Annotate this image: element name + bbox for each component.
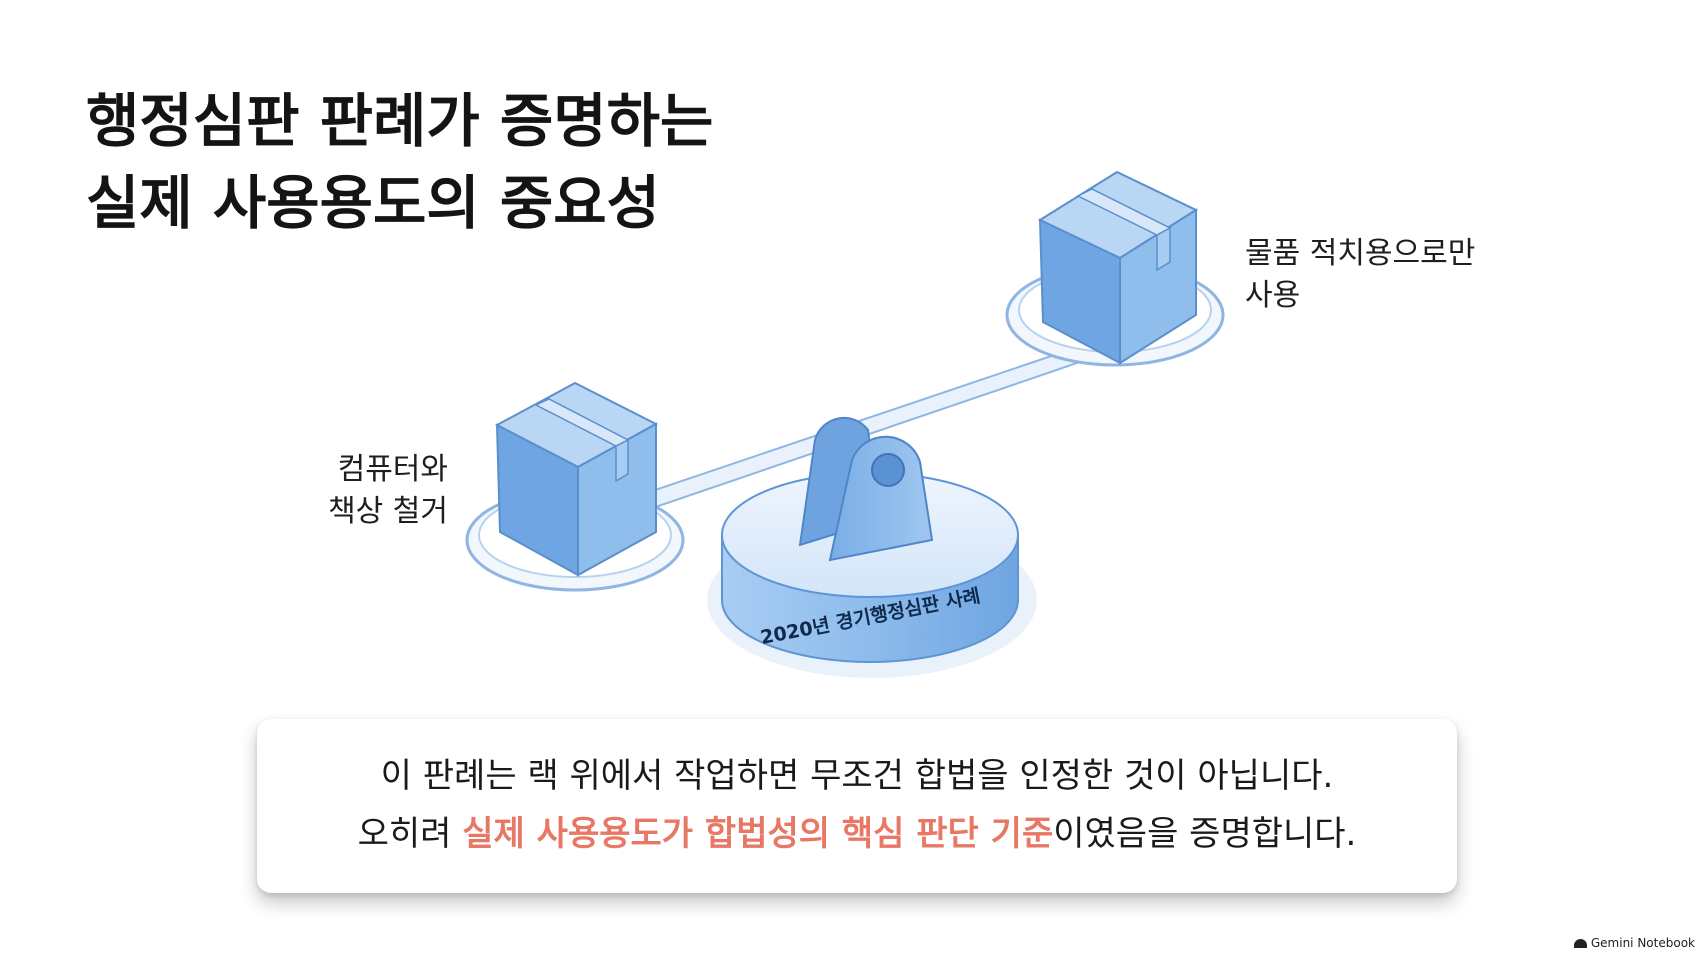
left-label-line-2: 책상 철거 [328, 494, 448, 529]
callout-line-1: 이 판례는 랙 위에서 작업하면 무조건 합법을 인정한 것이 아닙니다. [380, 756, 1334, 796]
scale-base [721, 472, 1019, 663]
gemini-notebook-icon [1573, 938, 1587, 948]
right-label-line-1: 물품 적치용으로만 [1245, 236, 1476, 271]
right-plate-label: 물품 적치용으로만 사용 [1245, 233, 1475, 317]
callout-prefix: 오히려 [357, 814, 463, 854]
scale-pivot [798, 416, 934, 562]
brand-watermark: Gemini Notebook [1573, 936, 1695, 950]
right-box-icon [1037, 170, 1199, 365]
callout-line-2: 오히려 실제 사용용도가 합법성의 핵심 판단 기준이였음을 증명합니다. [257, 805, 1457, 863]
callout-highlight: 실제 사용용도가 합법성의 핵심 판단 기준 [462, 814, 1054, 854]
title-line-2: 실제 사용용도의 중요성 [86, 169, 660, 237]
page-title: 행정심판 판례가 증명하는 실제 사용용도의 중요성 [86, 80, 713, 244]
callout-suffix: 이였음을 증명합니다. [1053, 814, 1357, 854]
left-box-icon [494, 381, 659, 577]
right-label-line-2: 사용 [1245, 278, 1301, 313]
callout-box: 이 판례는 랙 위에서 작업하면 무조건 합법을 인정한 것이 아닙니다. 오히… [257, 719, 1457, 893]
title-line-1: 행정심판 판례가 증명하는 [86, 87, 714, 155]
left-label-line-1: 컴퓨터와 [337, 452, 448, 487]
left-plate-label: 컴퓨터와 책상 철거 [323, 449, 448, 533]
brand-label: Gemini Notebook [1590, 936, 1695, 950]
